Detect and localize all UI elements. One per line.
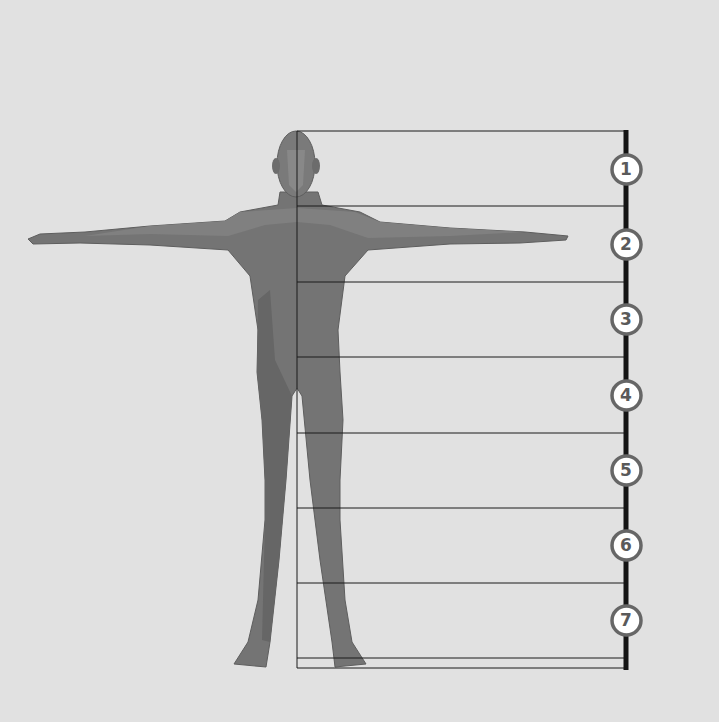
callout-circle: 5 — [610, 454, 643, 487]
callout-number: 7 — [620, 612, 632, 629]
arm-shading — [85, 208, 525, 238]
body-silhouette — [28, 192, 568, 667]
callout-circle: 6 — [610, 529, 643, 562]
circle-shape — [612, 230, 641, 259]
callout-number: 6 — [620, 537, 632, 554]
callout-circle: 4 — [610, 379, 643, 412]
human-figure — [28, 131, 568, 667]
callout-number: 2 — [620, 236, 632, 253]
guide-line — [297, 282, 626, 283]
circle-shape — [612, 381, 641, 410]
ear-right — [312, 158, 320, 174]
guide-line — [297, 131, 626, 132]
guide-line — [297, 206, 626, 207]
measure-lines — [297, 131, 626, 668]
callout-circle: 2 — [610, 228, 643, 261]
circle-shape — [612, 155, 641, 184]
callout-circle: 7 — [610, 604, 643, 637]
guide-line — [297, 508, 626, 509]
center-line — [297, 131, 298, 668]
torso-shading — [257, 290, 292, 642]
guide-line — [297, 658, 626, 659]
circle-shape — [612, 305, 641, 334]
ear-left — [272, 158, 280, 174]
callout-number: 4 — [620, 387, 632, 404]
callout-number: 3 — [620, 311, 632, 328]
guide-line — [297, 668, 626, 669]
circle-shape — [612, 456, 641, 485]
face-shading — [287, 150, 305, 192]
guide-line — [297, 433, 626, 434]
circle-shape — [612, 531, 641, 560]
guide-line — [297, 583, 626, 584]
callout-circle: 1 — [610, 153, 643, 186]
circle-shape — [612, 606, 641, 635]
guide-line — [297, 357, 626, 358]
head — [277, 131, 315, 197]
callout-number: 5 — [620, 462, 632, 479]
callout-number: 1 — [620, 161, 632, 178]
callout-circle: 3 — [610, 303, 643, 336]
